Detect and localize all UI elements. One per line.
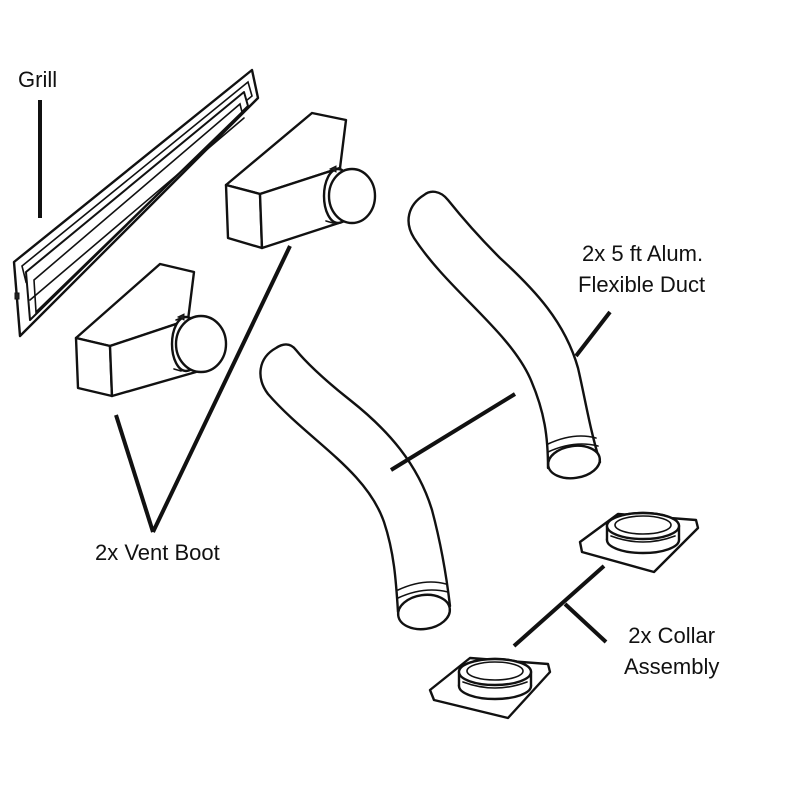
vent-boot-lower-drawing [74, 262, 228, 398]
grill-drawing [12, 68, 260, 338]
collar-leader-branch [563, 602, 608, 644]
vent-boot-label-text: 2x Vent Boot [95, 540, 220, 565]
vent-boot-label: 2x Vent Boot [95, 537, 220, 568]
flex-duct-label: 2x 5 ft Alum. Flexible Duct [578, 238, 705, 300]
flex-duct-left-drawing [259, 343, 452, 631]
vent-boot-leader-right [151, 245, 292, 533]
grill-label-text: Grill [18, 67, 58, 92]
collar-label: 2x Collar Assembly [624, 620, 719, 682]
collar-label-line1: 2x Collar [628, 623, 716, 648]
grill-label: Grill [18, 64, 57, 95]
flex-duct-right-drawing [407, 190, 602, 480]
flex-duct-leader-lower [389, 392, 517, 472]
collar-leader-main [512, 564, 606, 648]
collar-label-line2: Assembly [624, 654, 720, 679]
flex-duct-label-line2: Flexible Duct [578, 272, 706, 297]
vent-boot-upper-drawing [224, 111, 377, 250]
collar-upper-drawing [578, 511, 700, 574]
flex-duct-label-line1: 2x 5 ft Alum. [582, 241, 704, 266]
collar-lower-drawing [428, 656, 552, 720]
vent-boot-leader-left [114, 414, 155, 533]
flex-duct-leader-upper [574, 310, 612, 358]
